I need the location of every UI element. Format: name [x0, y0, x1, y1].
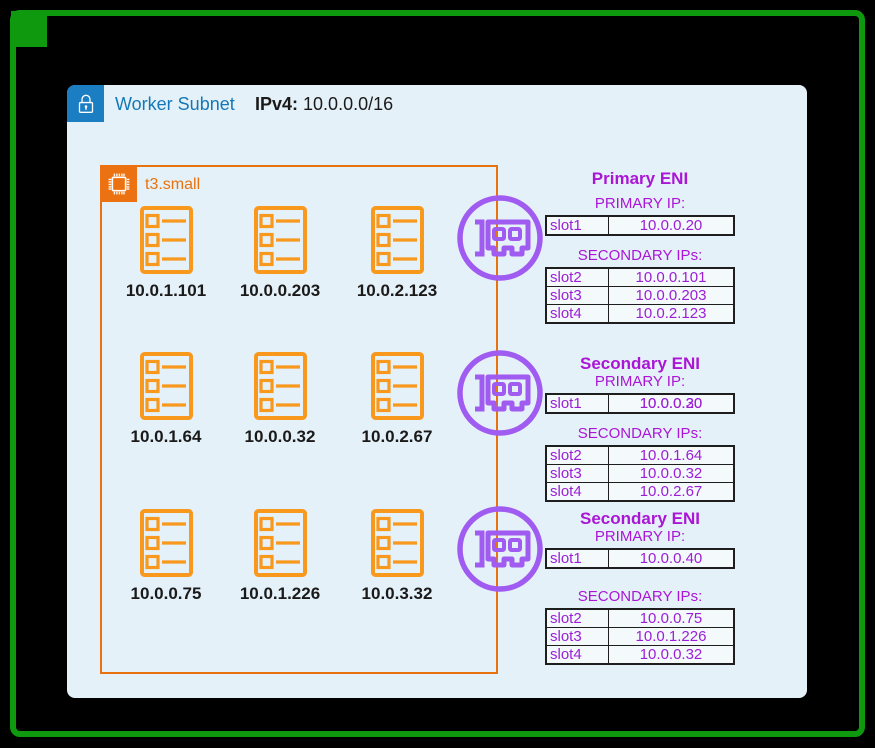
ip-cell: 10.0.0.40 [639, 550, 703, 567]
worker-subnet-panel: Worker Subnet IPv4:10.0.0.0/16 [67, 85, 807, 698]
frame-border [10, 10, 865, 737]
primary-ip-table: slot1 10.0.0.40 [545, 548, 735, 569]
slot-cell: slot2 [547, 447, 609, 464]
frame-corner-square [11, 11, 47, 47]
pod-ip: 10.0.1.101 [125, 281, 207, 300]
ip-cell: 10.0.0.75 [639, 610, 703, 627]
table-row: slot4 10.0.2.67 [547, 482, 733, 500]
table-row: slot2 10.0.1.64 [547, 447, 733, 464]
secondary-ips-label: SECONDARY IPs: [577, 425, 703, 442]
pod-ip: 10.0.1.64 [130, 427, 202, 446]
pod: 10.0.0.32 [220, 352, 340, 447]
pod-list-icon [370, 206, 424, 274]
table-row: slot3 10.0.1.226 [547, 627, 733, 645]
pod: 10.0.3.32 [337, 509, 457, 604]
primary-ip-table: slot1 10.0.0.20 [545, 215, 735, 236]
cpu-chip-icon [104, 169, 134, 199]
eni-section-secondary-1: Secondary ENI PRIMARY IP: slot1 10.0.0.3… [545, 354, 735, 502]
slot-cell: slot3 [547, 628, 609, 645]
slot-cell: slot1 [547, 395, 609, 412]
table-row: slot1 10.0.0.40 [547, 550, 733, 567]
ip-cell: 10.0.0.32 [639, 646, 703, 663]
slot-cell: slot4 [547, 646, 609, 663]
table-row: slot3 10.0.0.32 [547, 464, 733, 482]
primary-ip-label: PRIMARY IP: [594, 373, 686, 390]
instance-type-label: t3.small [145, 176, 201, 193]
slot-cell: slot1 [547, 217, 609, 234]
table-row: slot4 10.0.0.32 [547, 645, 733, 663]
pod: 10.0.0.75 [106, 509, 226, 604]
ip-cell: 10.0.0.203 [635, 287, 707, 304]
ip-cell: 10.0.0.32 [639, 465, 703, 482]
slot-cell: slot4 [547, 305, 609, 322]
table-row: slot1 10.0.0.20 [547, 217, 733, 234]
pod-list-icon [139, 206, 193, 274]
pod-ip: 10.0.2.123 [356, 281, 438, 300]
secondary-ips-label: SECONDARY IPs: [577, 247, 703, 264]
table-row: slot2 10.0.0.101 [547, 269, 733, 286]
eni-network-card-icon [454, 503, 546, 595]
secondary-ips-table: slot2 10.0.0.75 slot3 10.0.1.226 slot4 1… [545, 608, 735, 665]
pod-ip: 10.0.0.75 [130, 584, 202, 603]
slot-cell: slot1 [547, 550, 609, 567]
ip-cell: 10.0.2.123 [635, 305, 707, 322]
primary-ip-label: PRIMARY IP: [594, 528, 686, 545]
eni-title: Primary ENI [591, 169, 689, 188]
ip-cell: 10.0.1.226 [635, 628, 707, 645]
pod: 10.0.0.203 [220, 206, 340, 301]
ip-cell: 10.0.0.20 [639, 217, 703, 234]
instance-box: t3.small [100, 165, 498, 674]
ip-cell: 10.0.1.64 [639, 447, 703, 464]
slot-cell: slot3 [547, 465, 609, 482]
table-row: slot2 10.0.0.75 [547, 610, 733, 627]
pod-list-icon [139, 352, 193, 420]
pod-list-icon [139, 509, 193, 577]
subnet-cidr: IPv4:10.0.0.0/16 [255, 94, 393, 114]
ip-cell: 10.0.2.67 [639, 483, 703, 500]
subnet-title: Worker Subnet [115, 94, 235, 114]
eni-title: Secondary ENI [580, 509, 700, 528]
secondary-ips-table: slot2 10.0.1.64 slot3 10.0.0.32 slot4 10… [545, 445, 735, 502]
table-row: slot3 10.0.0.203 [547, 286, 733, 304]
pod-list-icon [253, 509, 307, 577]
ec2-instance-badge [100, 165, 137, 202]
eni-network-card-icon [454, 192, 546, 284]
overlapping-ip-text: 10.0.0.20 [639, 395, 703, 412]
eni-section-secondary-2: Secondary ENI PRIMARY IP: slot1 10.0.0.4… [545, 509, 735, 665]
eni-section-primary: Primary ENI PRIMARY IP: slot1 10.0.0.20 … [545, 169, 735, 324]
pod: 10.0.1.64 [106, 352, 226, 447]
pod-ip: 10.0.3.32 [361, 584, 433, 603]
slot-cell: slot2 [547, 269, 609, 286]
pod-ip: 10.0.2.67 [361, 427, 433, 446]
secondary-ips-label: SECONDARY IPs: [577, 588, 703, 605]
pod-ip: 10.0.0.32 [244, 427, 316, 446]
pod-list-icon [253, 206, 307, 274]
secondary-ips-table: slot2 10.0.0.101 slot3 10.0.0.203 slot4 … [545, 267, 735, 324]
eni-title: Secondary ENI [580, 354, 700, 373]
pod-ip: 10.0.1.226 [239, 584, 321, 603]
subnet-lock-badge [67, 85, 104, 122]
slot-cell: slot2 [547, 610, 609, 627]
pod: 10.0.1.226 [220, 509, 340, 604]
pod-list-icon [370, 352, 424, 420]
ipv4-label: IPv4: [255, 94, 299, 114]
pod: 10.0.1.101 [106, 206, 226, 301]
lock-icon [73, 91, 99, 117]
eni-network-card-icon [454, 347, 546, 439]
table-row: slot4 10.0.2.123 [547, 304, 733, 322]
pod: 10.0.2.67 [337, 352, 457, 447]
primary-ip-label: PRIMARY IP: [594, 195, 686, 212]
pod-list-icon [370, 509, 424, 577]
pod-ip: 10.0.0.203 [239, 281, 321, 300]
slot-cell: slot4 [547, 483, 609, 500]
ip-cell: 10.0.0.101 [635, 269, 707, 286]
pod-list-icon [253, 352, 307, 420]
pod: 10.0.2.123 [337, 206, 457, 301]
slot-cell: slot3 [547, 287, 609, 304]
ipv4-value: 10.0.0.0/16 [303, 94, 394, 114]
